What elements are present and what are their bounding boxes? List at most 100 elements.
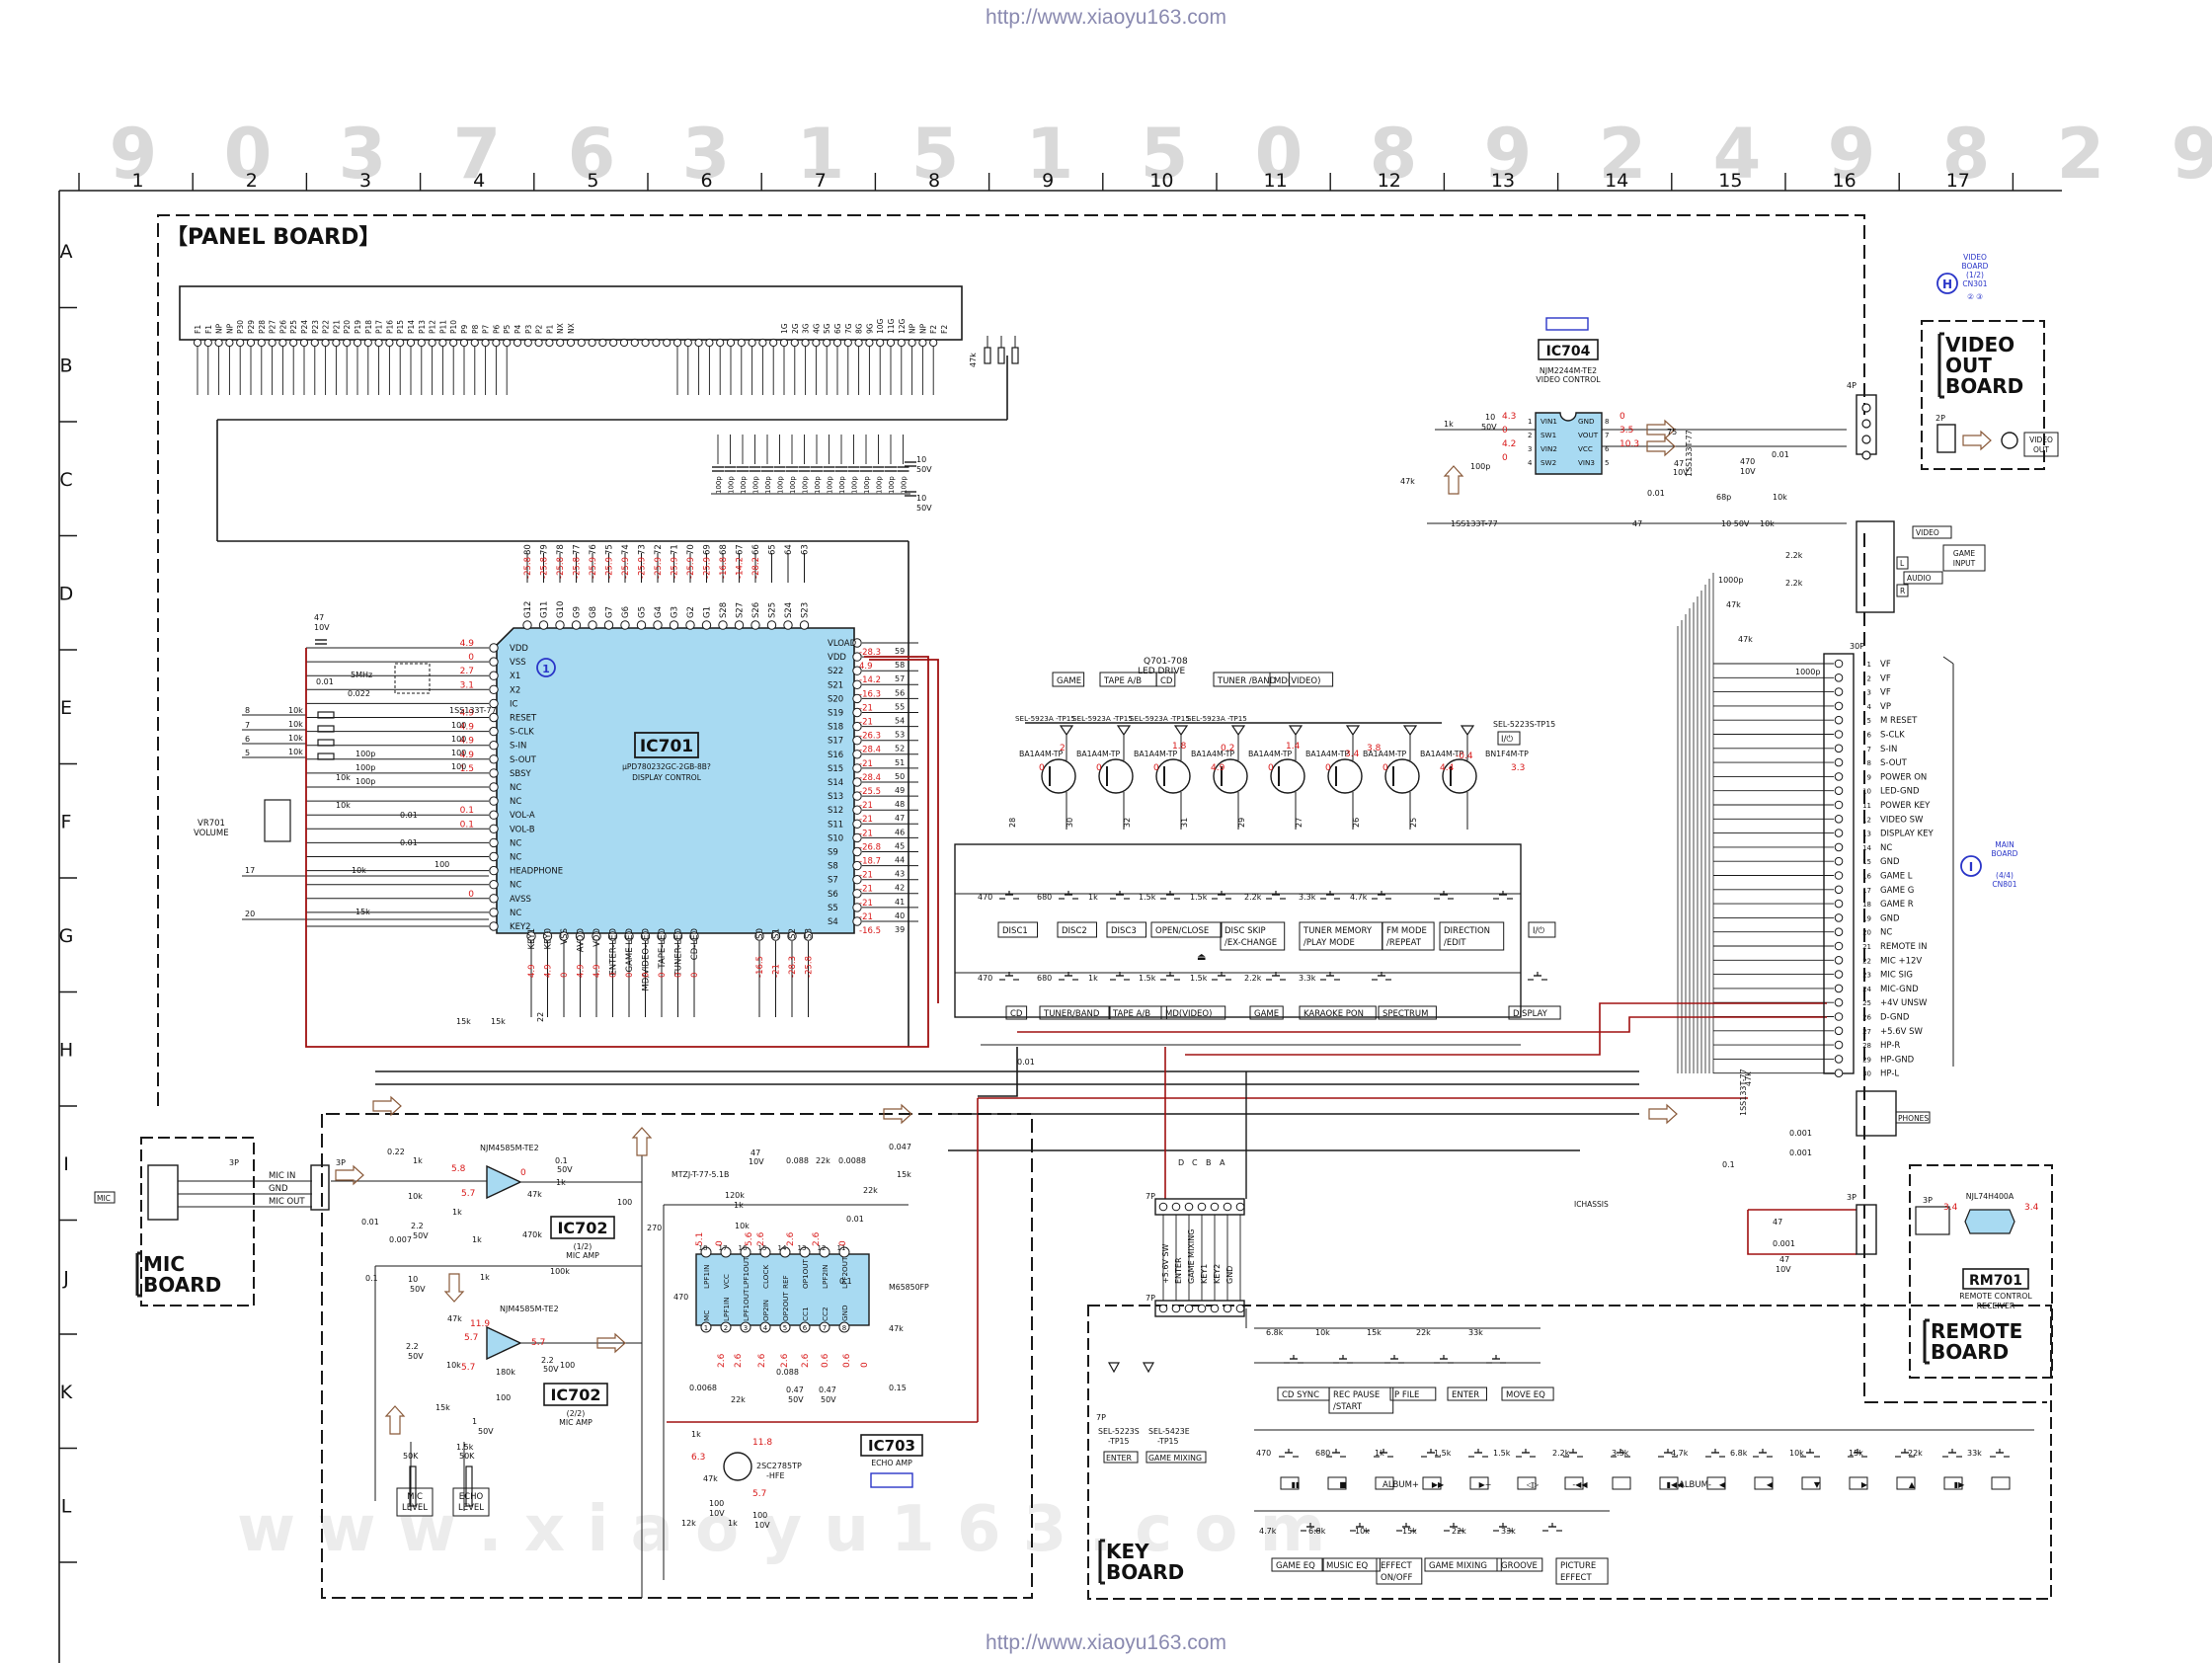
label-text: 47k [889,1324,904,1333]
label-text: 1.5k [456,1443,474,1452]
video-board-ref: VIDEO [1963,253,1987,262]
ic-pin [489,712,499,723]
ic701-bottom-pin-name: GAME LED [625,928,635,973]
panel-board-outline [1863,533,2047,1403]
video-out-board-outline [1921,320,2045,470]
transistor-part: BA1A4M-TP [1134,750,1178,758]
label-text: 6.3 [691,1453,705,1463]
voltage-value: 4.9 [577,964,587,978]
key-label: TUNER/BAND [1043,1009,1100,1019]
ic701-left-pin-name: IC [510,699,518,709]
label-text: 4P [1847,381,1856,390]
key-label: MUSIC EQ [1326,1561,1368,1571]
ic-pin [799,620,810,630]
voltage-value: 5.8 [451,1164,466,1174]
footer-url[interactable]: http://www.xiaoyu163.com [986,1631,1226,1654]
label-text: 17 [719,1244,728,1252]
watermark-digit: 9 [1828,114,1876,195]
pin-number: 48 [895,800,905,809]
ic-pin [489,837,499,848]
voltage-value: 0 [1502,453,1508,463]
ic-pin [799,1321,811,1333]
led-icon [1230,725,1246,737]
fl-pin-name: P14 [407,320,416,334]
voltage-value: -21 [859,885,873,895]
label-text: 10k [336,773,351,782]
mic-board-title: BOARD [143,1273,221,1297]
key-icon-box [1469,1476,1489,1490]
ic703-pin-name: OP2OUT [781,1292,790,1321]
connector-pin [1861,450,1871,460]
key-glyph-icon: ◀ [1719,1480,1726,1489]
row-label: K [60,1382,73,1403]
ic701-right-pin-name: S17 [828,737,843,747]
label-text: 100p [728,476,736,494]
pin-number: 29 [1237,818,1246,828]
ic703-pin-name: CC1 [801,1307,810,1321]
label-text: GND [1578,417,1595,426]
label-text: 7P [1096,1413,1106,1422]
label-text: 47 [1632,519,1642,528]
key-label-box [1378,1005,1437,1020]
label-text: 50V [1481,423,1497,432]
ic701-name-box [634,732,699,758]
connector-pin [641,338,650,348]
voltage-value: -16.3 [859,689,881,699]
key-label: KARAOKE PON [1304,1009,1364,1019]
ic703-name: IC703 [868,1437,915,1455]
cn-video-out-connector [1936,424,1956,453]
pin-number: 45 [895,841,905,850]
fl-pin-name: 2G [791,323,800,334]
label-text: 12 [1862,816,1871,824]
header-url[interactable]: http://www.xiaoyu163.com [986,6,1226,29]
label-text: 13 [798,1244,807,1252]
column-label: 10 [1149,170,1173,192]
transistor-part: BA1A4M-TP [1019,750,1064,758]
voltage-value: 0 [658,973,668,978]
ic701-bottom-pin-name: VSS [560,928,570,945]
connector-pin [672,338,682,348]
cn801-signal: D-GND [1880,1013,1910,1023]
voltage-value: -25.9 [605,557,615,579]
ic701-top-pin-name: G12 [523,601,533,618]
key-label-box [1496,1557,1543,1572]
ic-pin [779,1321,791,1333]
led-icon [1107,1362,1121,1374]
label-text: 50K [459,1452,475,1461]
label-text: 100 [617,1198,632,1207]
pin-number: 41 [895,898,905,907]
key-label-box [1376,1557,1423,1585]
connector-pin [513,338,522,348]
ic-pin [620,620,630,630]
label-text: SW1 [1540,431,1556,439]
fl-pin-name: P1 [545,324,554,334]
video-board-ref: BOARD [1962,262,1989,271]
key-label-box [1220,921,1286,951]
ic701-top-pin-name: G9 [573,606,583,618]
key-label: /START [1333,1402,1363,1412]
ic701-right-pin-name: S18 [828,723,843,733]
label-text: 2 [1867,674,1871,682]
mic-board-signal: MIC IN [269,1171,295,1181]
connector-pin [289,338,298,348]
key-label: DISPLAY [1513,1009,1548,1019]
ic701-left-pin-name: RESET [510,714,537,724]
connector-pin [1834,871,1844,880]
ic-pin [489,768,499,778]
cn801-signal: S-IN [1880,745,1897,754]
ic701-right-pin-name: S16 [828,751,843,760]
label-text: 47k [1744,1071,1753,1086]
connector-pin [310,338,319,348]
label-text: 50V [413,1231,429,1240]
fl-pin-name: P16 [385,320,394,334]
ic701-right-pin-name: S7 [828,876,838,886]
potentiometer [465,1465,473,1507]
ic701-bottom-pin-name: MD/VIDEO-LED [642,928,652,991]
key-label-box [1439,921,1505,951]
fl-pin-name: P30 [236,320,245,334]
ic703-pin-name: LPF2OUT [840,1256,849,1289]
voltage-value: 4.9 [460,737,475,747]
key-label: EFFECT [1381,1561,1412,1571]
label-text: 15 [758,1244,767,1252]
ic701-right-pin-name: S12 [828,806,843,816]
